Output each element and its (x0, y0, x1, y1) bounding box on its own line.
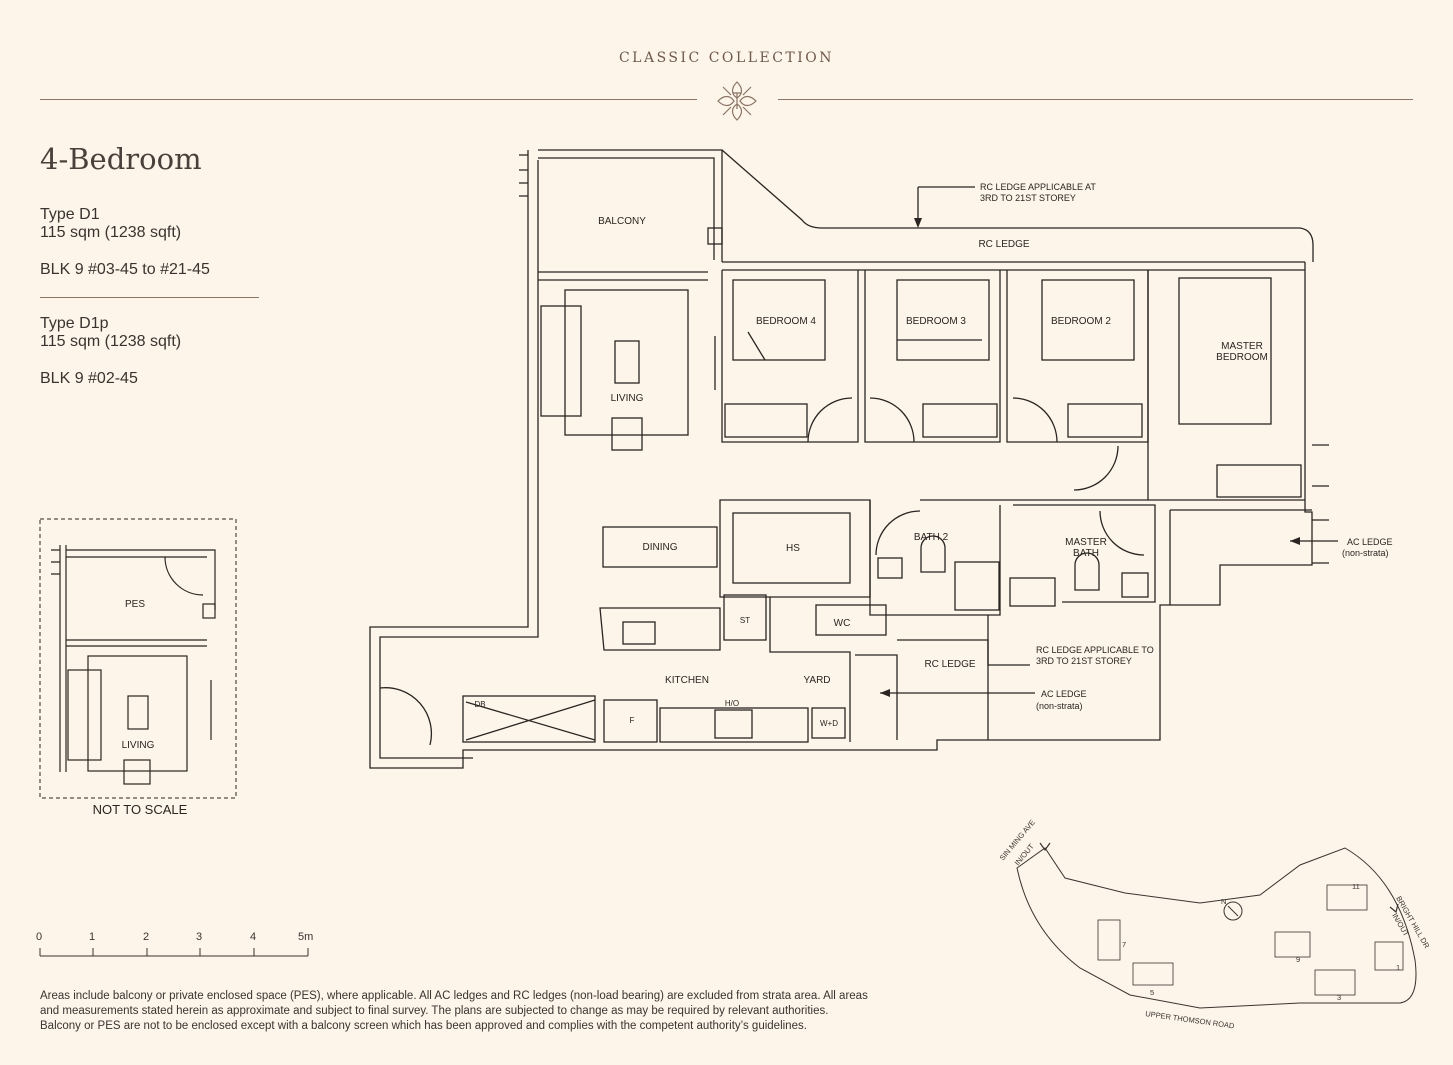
kitchen-label: KITCHEN (665, 675, 709, 686)
upper-thomson-road-label: UPPER THOMSON ROAD (1145, 1009, 1236, 1031)
dining-label: DINING (643, 542, 678, 553)
ac-ledge-mid-1: AC LEDGE (1041, 689, 1087, 699)
master-bath-label-1: MASTER (1065, 537, 1107, 548)
bedroom3-label: BEDROOM 3 (906, 316, 966, 327)
ac-ledge-right-2: (non-strata) (1342, 548, 1389, 558)
block-label: 1 (1396, 963, 1400, 972)
site-blocks (1097, 884, 1404, 996)
block-label: 9 (1296, 955, 1300, 964)
yard-label: YARD (803, 675, 830, 686)
block-label: 3 (1337, 993, 1341, 1002)
scale-tick-label: 3 (196, 931, 203, 943)
pes-living-label: LIVING (122, 740, 155, 751)
bedroom4-label: BEDROOM 4 (756, 316, 816, 327)
pes-inset-frame (39, 518, 237, 799)
type-area: 115 sqm (1238 sqft) (40, 224, 182, 241)
scale-tick-label: 0 (36, 931, 43, 943)
header-divider-right (778, 99, 1413, 100)
type-area: 115 sqm (1238 sqft) (40, 333, 182, 350)
entrance-arrow-icon (1039, 842, 1051, 852)
wc-label: WC (834, 618, 851, 629)
disclaimer-line: and measurements stated herein as approx… (40, 1005, 829, 1017)
type-units: BLK 9 #03-45 to #21-45 (40, 261, 210, 278)
type-d1-block: Type D1 115 sqm (1238 sqft) BLK 9 #03-45… (40, 206, 210, 279)
type-d1p-block: Type D1p 115 sqm (1238 sqft) BLK 9 #02-4… (40, 315, 181, 388)
outer-wall-inner (379, 160, 539, 759)
rc-ledge-note-top-2: 3RD TO 21ST STOREY (980, 193, 1076, 203)
type-label: Type D1 (40, 206, 100, 223)
ho-label: H/O (725, 699, 739, 708)
block-label: 11 (1352, 882, 1360, 891)
site-plan (1016, 847, 1417, 1009)
master-bedroom-label-1: MASTER (1221, 341, 1263, 352)
master-bath-label-2: BATH (1073, 548, 1099, 559)
entrance-arrow-icon (1389, 903, 1399, 914)
washer-dryer-label: W+D (820, 719, 838, 728)
rc-ledge-top-label: RC LEDGE (978, 239, 1029, 250)
bath2-label: BATH 2 (914, 532, 949, 543)
scale-bar (39, 948, 309, 957)
disclaimer: Areas include balcony or private enclose… (40, 989, 1060, 1034)
rc-ledge-note-mid-1: RC LEDGE APPLICABLE TO (1036, 645, 1154, 655)
disclaimer-line: Areas include balcony or private enclose… (40, 990, 868, 1002)
not-to-scale-label: NOT TO SCALE (92, 802, 188, 817)
north-label: N (1221, 897, 1226, 906)
rc-ledge-mid-label: RC LEDGE (924, 659, 975, 670)
disclaimer-line: Balcony or PES are not to be enclosed ex… (40, 1020, 807, 1032)
rc-ledge-note-top-1: RC LEDGE APPLICABLE AT (980, 182, 1096, 192)
balcony-label: BALCONY (598, 216, 646, 227)
block-label: 7 (1122, 940, 1126, 949)
header-divider-left (40, 99, 697, 100)
collection-title: CLASSIC COLLECTION (618, 50, 835, 66)
type-divider (40, 297, 259, 298)
block-label: 5 (1150, 988, 1154, 997)
bedroom2-label: BEDROOM 2 (1051, 316, 1111, 327)
pes-inset-plan (51, 545, 216, 785)
ac-ledge-mid-2: (non-strata) (1036, 701, 1083, 711)
hs-label: HS (786, 543, 800, 554)
scale-tick-label: 1 (89, 931, 96, 943)
type-units: BLK 9 #02-45 (40, 370, 138, 387)
living-label: LIVING (611, 393, 644, 404)
master-bedroom-label-2: BEDROOM (1216, 352, 1268, 363)
scale-tick-label: 4 (250, 931, 257, 943)
outer-wall (369, 150, 1313, 769)
scale-tick-label: 2 (143, 931, 150, 943)
ac-ledge-right-1: AC LEDGE (1347, 537, 1393, 547)
type-label: Type D1p (40, 315, 109, 332)
scale-tick-label: 5m (298, 931, 314, 943)
st-label: ST (740, 616, 750, 625)
db-label: DB (474, 700, 485, 709)
brand-logo-icon (717, 81, 757, 121)
rc-ledge-note-mid-2: 3RD TO 21ST STOREY (1036, 656, 1132, 666)
fridge-label: F (630, 716, 635, 725)
unit-title: 4-Bedroom (40, 142, 202, 176)
pes-label: PES (125, 599, 145, 610)
